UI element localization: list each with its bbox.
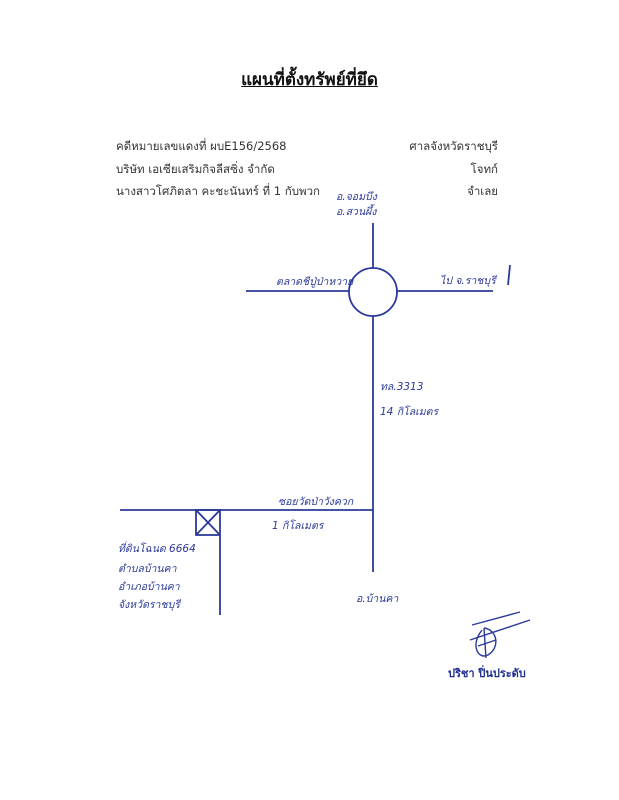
label-highway: ทล.3313	[380, 381, 424, 393]
roundabout	[348, 267, 398, 317]
label-west-market: ตลาดชีปู่ป่าหวาย	[276, 276, 354, 288]
defendant-role: จำเลย	[467, 184, 498, 198]
plaintiff-role: โจทก์	[470, 162, 498, 176]
label-soi: ซอยวัดป่าวังควก	[278, 496, 354, 508]
signature-scribble	[469, 611, 531, 659]
label-property-amphoe: อำเภอบ้านคา	[118, 581, 180, 593]
property-marker	[195, 509, 221, 536]
label-soi-distance: 1 กิโลเมตร	[272, 520, 324, 532]
label-property-province: จังหวัดราชบุรี	[118, 599, 180, 611]
signature-name: ปริชา ปิ่นประดับ	[448, 667, 526, 680]
label-south-bankha: อ.บ้านคา	[356, 593, 399, 605]
label-property-tambon: ตำบลบ้านคา	[118, 563, 177, 575]
label-east-ratchaburi: ไป จ.ราชบุรี	[440, 275, 496, 287]
label-property-deed: ที่ดินโฉนด 6664	[118, 543, 196, 555]
case-number: คดีหมายเลขแดงที่ ผบE156/2568	[116, 139, 287, 153]
label-suanphueng: อ.สวนผึ้ง	[336, 206, 377, 218]
plaintiff-name: บริษัท เอเซียเสริมกิจลีสซิ่ง จำกัด	[116, 162, 275, 176]
label-chombueng: อ.จอมบึง	[336, 191, 377, 203]
document-title: แผนที่ตั้งทรัพย์ที่ยึด	[241, 70, 378, 90]
defendant-name: นางสาวโศภิตลา คะชะนันทร์ ที่ 1 กับพวก	[116, 184, 321, 198]
label-highway-distance: 14 กิโลเมตร	[380, 406, 439, 418]
court-name: ศาลจังหวัดราชบุรี	[409, 139, 498, 153]
